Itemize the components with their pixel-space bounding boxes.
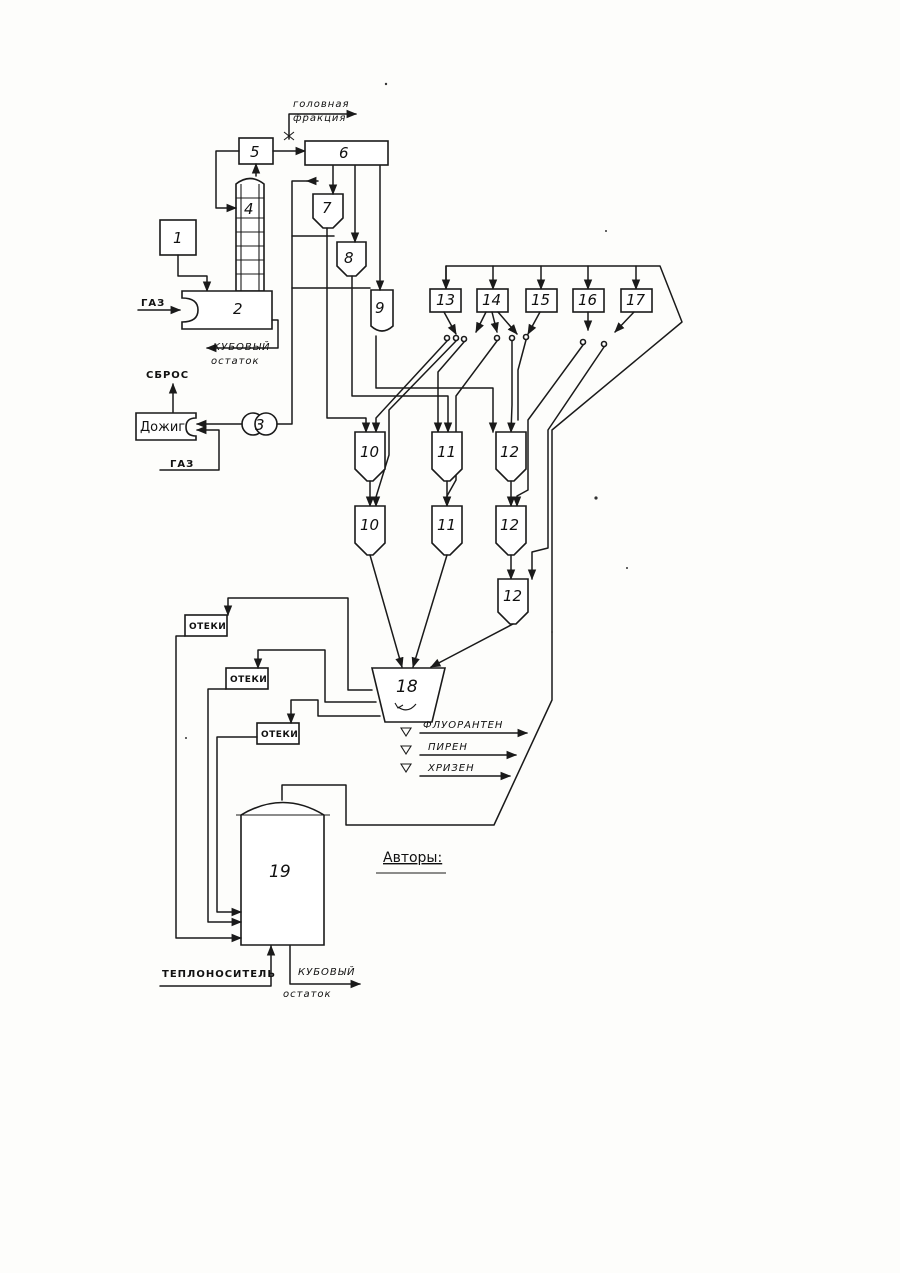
vapour-line-to-19: [282, 632, 552, 825]
unit-5: 5: [239, 138, 273, 164]
svg-text:12: 12: [500, 443, 519, 461]
heat-carrier-line: [160, 946, 271, 986]
unit-16: 16: [573, 289, 604, 312]
crystallizer-11b: 11: [432, 506, 462, 555]
bottoms-19-label-line2: остаток: [283, 989, 332, 1000]
svg-text:11: 11: [437, 443, 456, 461]
svg-text:10: 10: [360, 516, 379, 534]
svg-text:8: 8: [344, 249, 354, 267]
dose-17: [615, 312, 634, 332]
svg-text:ОТЕКИ: ОТЕКИ: [261, 730, 298, 740]
svg-text:ПИРЕН: ПИРЕН: [428, 742, 468, 753]
head-fraction-label-line1: головная: [293, 99, 349, 110]
nozzle-to-12-upper: [511, 341, 512, 432]
crystallizer-10b: 10: [355, 506, 385, 555]
svg-text:14: 14: [482, 291, 501, 309]
dose-13: [444, 312, 456, 334]
unit-18-separator: 18: [372, 668, 445, 722]
crystallizer-12a: 12: [496, 432, 526, 481]
gas-bottom-label: ГАЗ: [170, 459, 194, 470]
unit-1: 1: [160, 220, 196, 255]
svg-text:7: 7: [322, 199, 332, 217]
svg-text:12: 12: [503, 587, 522, 605]
unit-9: 9: [371, 290, 393, 331]
svg-text:3: 3: [255, 416, 265, 434]
vent-collector-line: [277, 181, 307, 424]
nozzle-15-line: [518, 340, 526, 420]
line-9-to-12: [376, 336, 493, 432]
crystallizer-12c: 12: [498, 579, 528, 624]
bottoms-label-2-line1: КУБОВЫЙ: [213, 340, 270, 353]
afterburner-unit: Дожиг: [136, 413, 196, 440]
svg-text:1: 1: [173, 229, 183, 247]
line-12-to-18: [431, 624, 513, 667]
gas-inlet-label: ГАЗ: [141, 298, 165, 309]
svg-text:10: 10: [360, 443, 379, 461]
line-10-to-18: [370, 555, 402, 667]
authors-label: Авторы:: [383, 850, 442, 866]
dose-14b: [492, 312, 497, 332]
drains-receiver-3: ОТЕКИ: [257, 723, 299, 744]
nozzle-to-12-lower: [532, 347, 604, 579]
unit-6: 6: [305, 141, 388, 165]
line-11-to-18: [413, 555, 447, 667]
svg-text:19: 19: [269, 862, 291, 882]
bottoms-19-label-line1: КУБОВЫЙ: [298, 965, 355, 978]
nozzle-to-11-lower: [447, 341, 497, 506]
svg-text:12: 12: [500, 516, 519, 534]
dose-14c: [498, 312, 517, 334]
unit-15: 15: [526, 289, 557, 312]
bottoms-label-2-line2: остаток: [211, 356, 260, 367]
dose-14a: [476, 312, 486, 332]
svg-text:17: 17: [626, 291, 646, 309]
product-pyrene: ПИРЕН: [401, 742, 516, 755]
unit-19-still: 19: [236, 803, 330, 946]
unit-3-blower: 3: [242, 413, 277, 435]
distillation-column-4: 4: [236, 179, 264, 292]
svg-text:4: 4: [244, 200, 254, 218]
unit-13: 13: [430, 289, 461, 312]
dose-15: [528, 312, 540, 334]
drains-receiver-2: ОТЕКИ: [226, 668, 268, 689]
drain-line-to-3: [291, 700, 380, 723]
unit-14: 14: [477, 289, 508, 312]
svg-text:5: 5: [250, 143, 260, 161]
line-1-to-2: [178, 255, 207, 291]
unit-7: 7: [313, 194, 343, 228]
crystallizer-11a: 11: [432, 432, 462, 481]
bottoms-19-line: [290, 946, 360, 984]
nozzle-to-12-mid: [517, 345, 583, 506]
discharge-label: СБРОС: [146, 370, 189, 381]
crystallizer-10a: 10: [355, 432, 385, 481]
svg-text:ХРИЗЕН: ХРИЗЕН: [427, 763, 475, 774]
unit-2-furnace: 2: [182, 291, 272, 329]
svg-text:Дожиг: Дожиг: [140, 420, 185, 435]
drain-line-to-2: [258, 650, 376, 702]
product-chrysene: ХРИЗЕН: [401, 763, 510, 776]
svg-text:16: 16: [578, 291, 597, 309]
drains-receiver-1: ОТЕКИ: [185, 615, 227, 636]
heat-carrier-label: ТЕПЛОНОСИТЕЛЬ: [162, 969, 276, 980]
svg-text:ОТЕКИ: ОТЕКИ: [189, 622, 226, 632]
return-line-2: [208, 689, 241, 922]
svg-text:ОТЕКИ: ОТЕКИ: [230, 675, 267, 685]
svg-text:15: 15: [531, 291, 550, 309]
svg-text:18: 18: [396, 677, 418, 697]
unit-17: 17: [621, 289, 652, 312]
svg-text:ФЛУОРАНТЕН: ФЛУОРАНТЕН: [423, 720, 503, 731]
svg-text:13: 13: [436, 291, 455, 309]
svg-text:9: 9: [375, 299, 385, 317]
unit-8: 8: [337, 242, 366, 276]
svg-text:6: 6: [339, 144, 349, 162]
svg-text:11: 11: [437, 516, 456, 534]
crystallizer-12b: 12: [496, 506, 526, 555]
svg-text:2: 2: [233, 300, 243, 318]
